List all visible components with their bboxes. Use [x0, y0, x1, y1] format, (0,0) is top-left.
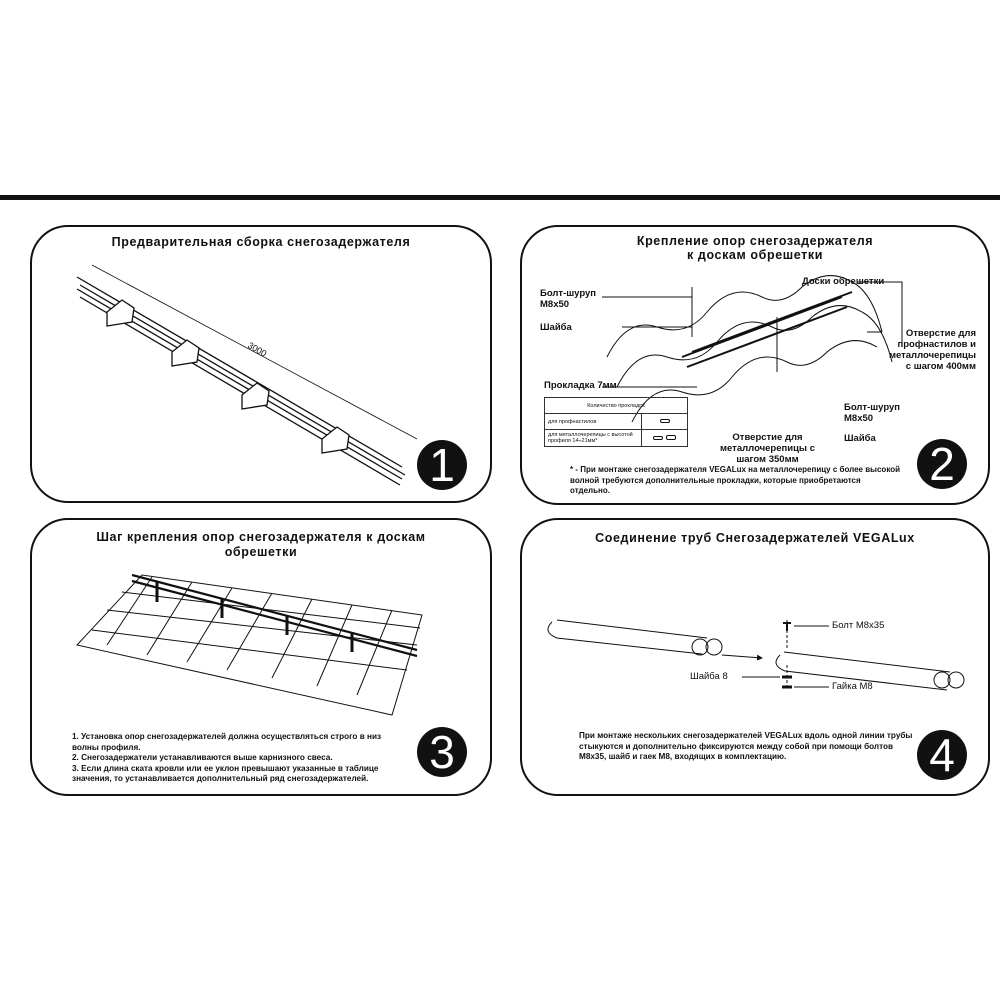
panel-2-title-line2: к доскам обрешетки [686, 248, 824, 262]
table-row: для профнастилов [544, 413, 688, 430]
roof-mounting-drawing [602, 275, 903, 423]
label-washer-8: Шайба 8 [690, 671, 728, 682]
step-number-3: 3 [417, 727, 467, 777]
gasket-icon [666, 434, 676, 440]
gasket-count-table: Количество прокладок для профнастилов дл… [544, 397, 688, 447]
tube-joining-drawing [547, 619, 965, 691]
gasket-icon [659, 418, 670, 423]
step-number-2: 2 [917, 439, 967, 489]
panel-2-title-line1: Крепление опор снегозадержателя [636, 234, 874, 248]
panel-3-title: Шаг крепления опор снегозадержателя к до… [96, 530, 426, 559]
label-boards: Доски обрешетки [802, 276, 885, 287]
panel-3-spacing: Шаг крепления опор снегозадержателя к до… [30, 518, 492, 796]
label-washer-right: Шайба [844, 433, 876, 444]
snow-guard-assembly-drawing: 3000 [76, 264, 418, 486]
label-washer-left: Шайба [540, 322, 572, 333]
label-bolt-left: Болт-шуруп М8х50 [540, 288, 597, 310]
table-header: Количество прокладок [544, 397, 688, 414]
label-bolt-right: Болт-шуруп М8х50 [844, 402, 901, 424]
panel-1-preassembly: Предварительная сборка снегозадержателя … [30, 225, 492, 503]
table-row: для металлочерепицы с высотой профиля 14… [544, 429, 688, 447]
panel-2-footnote: * - При монтаже снегозадержателя VEGALux… [570, 465, 901, 495]
note-2: 2. Снегозадержатели устанавливаются выше… [72, 753, 333, 762]
panel-4-note: При монтаже нескольких снегозадержателей… [579, 731, 913, 761]
label-hole-350: Отверстие для металлочерепицы с шагом 35… [720, 432, 815, 465]
label-gasket: Прокладка 7мм [544, 380, 617, 391]
panel-3-notes: 1. Установка опор снегозадержателей долж… [72, 732, 392, 785]
dimension-label: 3000 [246, 340, 268, 359]
panel-4-tube-joining: Соединение труб Снегозадержателей VEGALu… [520, 518, 990, 796]
note-3: 3. Если длина ската кровли или ее уклон … [72, 763, 379, 784]
note-1: 1. Установка опор снегозадержателей долж… [72, 732, 382, 752]
gasket-icon [653, 435, 663, 440]
label-hole-400: Отверстие для профнастилов и металлочере… [888, 328, 976, 372]
step-number-4: 4 [917, 730, 967, 780]
panel-2-mounting: Крепление опор снегозадержателя к доскам… [520, 225, 990, 505]
label-bolt-m8x35: Болт М8х35 [832, 620, 885, 631]
panel-1-title: Предварительная сборка снегозадержателя [111, 235, 411, 249]
panel-4-title: Соединение труб Снегозадержателей VEGALu… [595, 531, 915, 545]
roof-tile-spacing-drawing [76, 573, 423, 716]
top-divider-bar [0, 195, 1000, 200]
label-nut-m8: Гайка М8 [832, 681, 873, 692]
step-number-1: 1 [417, 440, 467, 490]
